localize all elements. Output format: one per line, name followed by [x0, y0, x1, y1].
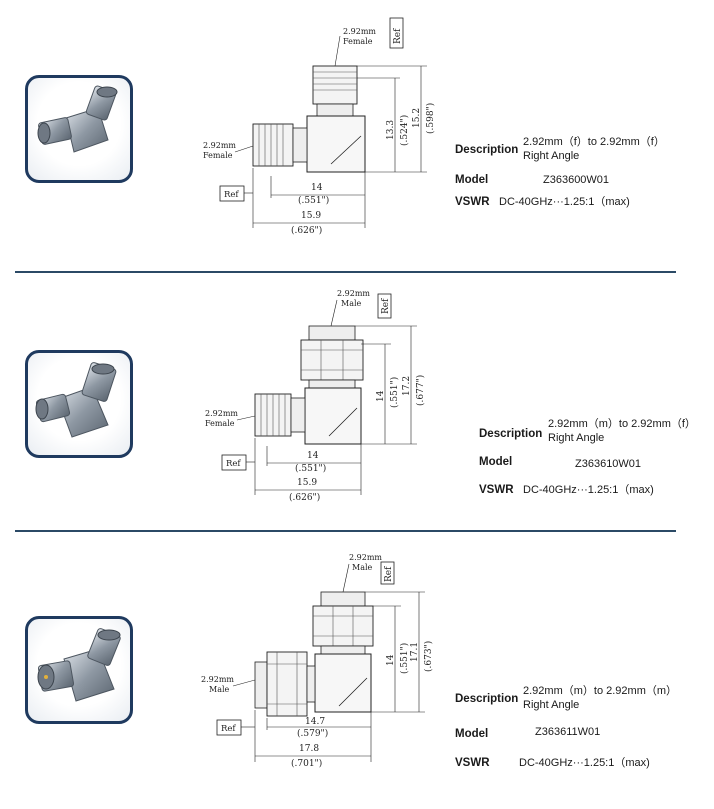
model-label: Model: [455, 174, 489, 186]
dim-v1-in: (.524"): [399, 115, 410, 146]
spec-block-1: Description 2.92mm（f）to 2.92mm（f） Right …: [455, 134, 695, 214]
dim-h1-mm: 14: [307, 451, 319, 461]
connector-photo-icon: [35, 362, 117, 438]
side-connector-gender: Female: [205, 419, 235, 428]
dim-v2-mm: 17.2: [402, 376, 412, 396]
dim-v2-in: (.677"): [415, 375, 426, 406]
description-label: Description: [479, 428, 543, 440]
vswr-label: VSWR: [455, 757, 490, 769]
side-connector-gender: Male: [209, 685, 230, 694]
product-section-3: Ref 2.92mm Male 2.92mm Male Ref: [0, 540, 714, 802]
top-connector-gender: Female: [343, 37, 373, 46]
dim-h1-mm: 14.7: [305, 717, 325, 727]
product-photo-2: [25, 350, 133, 458]
dim-h1-in: (.579"): [297, 728, 328, 739]
product-section-1: Ref 2.92mm Female 2.92mm Female Ref: [0, 0, 714, 262]
dim-v2-in: (.598"): [425, 103, 436, 134]
ref-label-left: Ref: [224, 190, 239, 200]
technical-drawing-1: Ref 2.92mm Female 2.92mm Female Ref: [203, 17, 436, 236]
top-connector-size: 2.92mm: [337, 289, 370, 298]
dim-v1-mm: 14: [376, 390, 386, 402]
section-divider-2: [15, 530, 676, 532]
vswr-label: VSWR: [479, 484, 514, 496]
dim-v1-in: (.551"): [399, 643, 410, 674]
description-value-line1: 2.92mm（m）to 2.92mm（m）: [523, 685, 678, 697]
vswr-value: DC-40GHz···1.25:1（max): [523, 484, 654, 496]
top-connector-size: 2.92mm: [343, 27, 376, 36]
ref-label-top: Ref: [393, 28, 403, 44]
description-label: Description: [455, 693, 519, 705]
product-photo-3: [25, 616, 133, 724]
spec-block-3: Description 2.92mm（m）to 2.92mm（m） Right …: [455, 683, 695, 773]
side-connector-size: 2.92mm: [205, 409, 238, 418]
connector-photo-icon: [37, 85, 118, 153]
description-value-line2: Right Angle: [523, 699, 580, 711]
model-value: Z363611W01: [535, 726, 601, 738]
side-connector-gender: Female: [203, 151, 233, 160]
technical-drawing-3: Ref 2.92mm Male 2.92mm Male Ref: [201, 553, 434, 769]
top-connector-size: 2.92mm: [349, 553, 382, 562]
description-label: Description: [455, 144, 519, 156]
description-value-line1: 2.92mm（m）to 2.92mm（f）: [548, 418, 696, 430]
top-connector-gender: Male: [341, 299, 362, 308]
dim-h2-in: (.626"): [289, 492, 320, 503]
side-connector-size: 2.92mm: [201, 675, 234, 684]
ref-label-left: Ref: [226, 459, 241, 469]
vswr-label: VSWR: [455, 196, 490, 208]
ref-label-top: Ref: [384, 566, 394, 582]
dim-v2-in: (.673"): [423, 641, 434, 672]
dim-h2-mm: 15.9: [297, 478, 317, 488]
dim-v2-mm: 17.1: [410, 642, 420, 662]
technical-drawing-2: Ref 2.92mm Male 2.92mm Female Ref: [205, 289, 426, 503]
model-label: Model: [479, 456, 513, 468]
dim-h1-mm: 14: [311, 183, 323, 193]
spec-block-2: Description 2.92mm（m）to 2.92mm（f） Right …: [479, 418, 709, 498]
dim-v1-in: (.551"): [389, 377, 400, 408]
ref-label-top: Ref: [381, 298, 391, 314]
dim-v1-mm: 14: [386, 654, 396, 666]
description-value-line2: Right Angle: [523, 150, 580, 162]
top-connector-gender: Male: [352, 563, 373, 572]
section-divider-1: [15, 271, 676, 273]
product-photo-1: [25, 75, 133, 183]
model-label: Model: [455, 728, 489, 740]
ref-box-top: [389, 17, 404, 49]
dim-h1-in: (.551"): [298, 195, 329, 206]
dim-v1-mm: 13.3: [386, 120, 396, 140]
side-connector-size: 2.92mm: [203, 141, 236, 150]
dim-h2-in: (.626"): [291, 225, 322, 236]
dim-v2-mm: 15.2: [412, 108, 422, 128]
description-value-line2: Right Angle: [548, 432, 605, 444]
description-value-line1: 2.92mm（f）to 2.92mm（f）: [523, 136, 665, 148]
vswr-value: DC-40GHz···1.25:1（max): [519, 757, 650, 769]
dim-h1-in: (.551"): [295, 463, 326, 474]
vswr-value: DC-40GHz···1.25:1（max): [499, 196, 630, 208]
ref-label-left: Ref: [221, 724, 236, 734]
dim-h2-mm: 15.9: [301, 211, 321, 221]
model-value: Z363610W01: [575, 458, 642, 470]
dim-h2-in: (.701"): [291, 758, 322, 769]
product-section-2: Ref 2.92mm Male 2.92mm Female Ref: [0, 270, 714, 532]
dim-h2-mm: 17.8: [299, 744, 319, 754]
model-value: Z363600W01: [543, 174, 610, 186]
connector-photo-icon: [37, 628, 121, 702]
